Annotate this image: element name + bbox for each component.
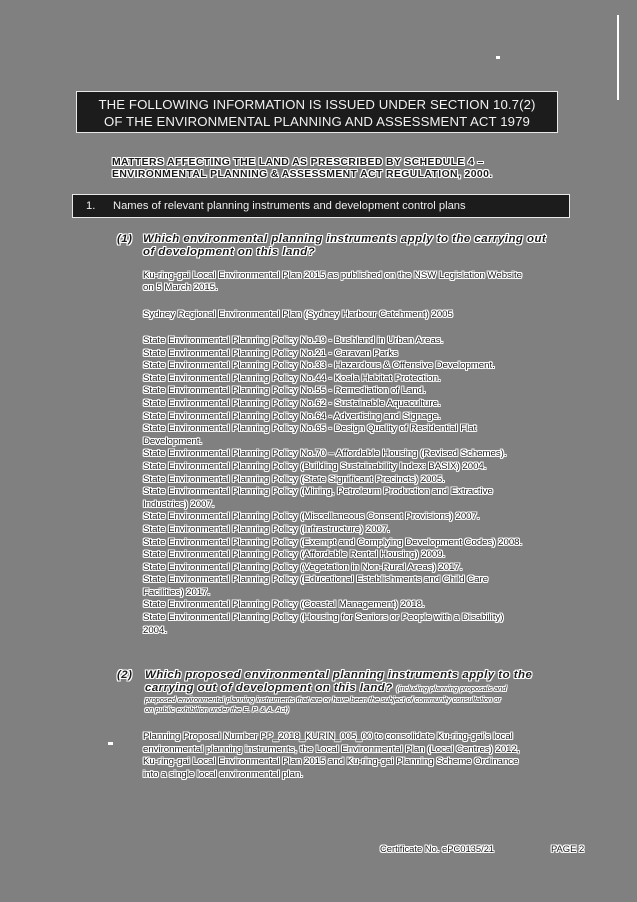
list-item: State Environmental Planning Policy No.6… [143, 423, 477, 435]
question-2-line-2: carrying out of development on this land… [145, 682, 585, 695]
list-item: State Environmental Planning Policy No.7… [143, 448, 507, 460]
scan-speck [108, 742, 113, 745]
proposal-line: Planning Proposal Number PP_2018_KURIN_0… [143, 731, 513, 742]
header-line-2: OF THE ENVIRONMENTAL PLANNING AND ASSESS… [104, 114, 530, 129]
section-title: Names of relevant planning instruments a… [113, 200, 466, 212]
question-2-note-line-3: on public exhibition under the E. P. & A… [145, 705, 289, 714]
list-item: State Environmental Planning Policy No.6… [143, 410, 441, 422]
list-item: State Environmental Planning Policy (Min… [143, 486, 493, 498]
list-item: State Environmental Planning Policy (Veg… [143, 561, 463, 573]
scan-speck [496, 56, 500, 59]
list-item: State Environmental Planning Policy (Coa… [143, 599, 425, 611]
question-2-note-inline: (including planning proposals and [396, 684, 507, 693]
question-2-note-line-2: proposed environmental planning instrume… [145, 695, 501, 704]
list-item: State Environmental Planning Policy (Aff… [143, 549, 446, 561]
list-item: Facilities) 2017. [143, 586, 211, 598]
proposal-line: environmental planning instruments, the … [143, 743, 520, 755]
proposal-line: into a single local environmental plan. [143, 768, 303, 780]
list-item: State Environmental Planning Policy (Sta… [143, 473, 445, 485]
list-item: Industries) 2007. [143, 498, 215, 510]
question-2-line-1: Which proposed environmental planning in… [145, 669, 533, 681]
matters-line-2: ENVIRONMENTAL PLANNING & ASSESSMENT ACT … [112, 169, 493, 180]
matters-heading: MATTERS AFFECTING THE LAND AS PRESCRIBED… [112, 157, 572, 181]
certificate-number: Certificate No. ePC0135/21 [380, 843, 495, 854]
sepp-list: State Environmental Planning Policy No.1… [143, 335, 583, 637]
planning-proposal-paragraph: Planning Proposal Number PP_2018_KURIN_0… [143, 731, 583, 781]
section-1-bar: 1. Names of relevant planning instrument… [72, 194, 570, 218]
scan-artifact [617, 15, 619, 100]
proposal-line: Ku-ring-gai Local Environmental Plan 201… [143, 756, 519, 768]
question-2-line-2-text: carrying out of development on this land… [145, 682, 393, 694]
header-banner: THE FOLLOWING INFORMATION IS ISSUED UNDE… [76, 91, 558, 133]
lep-line-2: on 5 March 2015. [143, 282, 218, 293]
question-2-number: (2) [117, 669, 133, 681]
list-item: State Environmental Planning Policy (Inf… [143, 523, 390, 535]
list-item: State Environmental Planning Policy No.4… [143, 372, 441, 384]
list-item: Development. [143, 435, 203, 447]
list-item: State Environmental Planning Policy No.5… [143, 385, 426, 397]
list-item: State Environmental Planning Policy No.3… [143, 360, 495, 372]
list-item: State Environmental Planning Policy No.1… [143, 335, 444, 346]
matters-line-1: MATTERS AFFECTING THE LAND AS PRESCRIBED… [112, 157, 484, 168]
page-number: PAGE 2 [551, 843, 585, 854]
list-item: 2004. [143, 624, 168, 636]
list-item: State Environmental Planning Policy (Edu… [143, 574, 489, 586]
question-1: (1) Which environmental planning instrum… [117, 233, 583, 259]
question-1-number: (1) [117, 233, 133, 245]
list-item: State Environmental Planning Policy (Bui… [143, 460, 487, 472]
lep-line-1: Ku-ring-gai Local Environmental Plan 201… [143, 270, 522, 281]
list-item: State Environmental Planning Policy (Mis… [143, 511, 480, 523]
question-2: (2) Which proposed environmental plannin… [117, 669, 585, 715]
question-1-line-1: Which environmental planning instruments… [143, 233, 547, 245]
list-item: State Environmental Planning Policy No.6… [143, 397, 441, 409]
section-number: 1. [86, 200, 96, 212]
list-item: State Environmental Planning Policy (Exe… [143, 536, 523, 548]
header-line-1: THE FOLLOWING INFORMATION IS ISSUED UNDE… [98, 97, 536, 112]
lep-paragraph: Ku-ring-gai Local Environmental Plan 201… [143, 270, 573, 294]
question-1-line-2: of development on this land? [143, 246, 316, 258]
list-item: State Environmental Planning Policy (Hou… [143, 612, 504, 624]
srep-paragraph: Sydney Regional Environmental Plan (Sydn… [143, 309, 453, 320]
list-item: State Environmental Planning Policy No.2… [143, 347, 398, 359]
